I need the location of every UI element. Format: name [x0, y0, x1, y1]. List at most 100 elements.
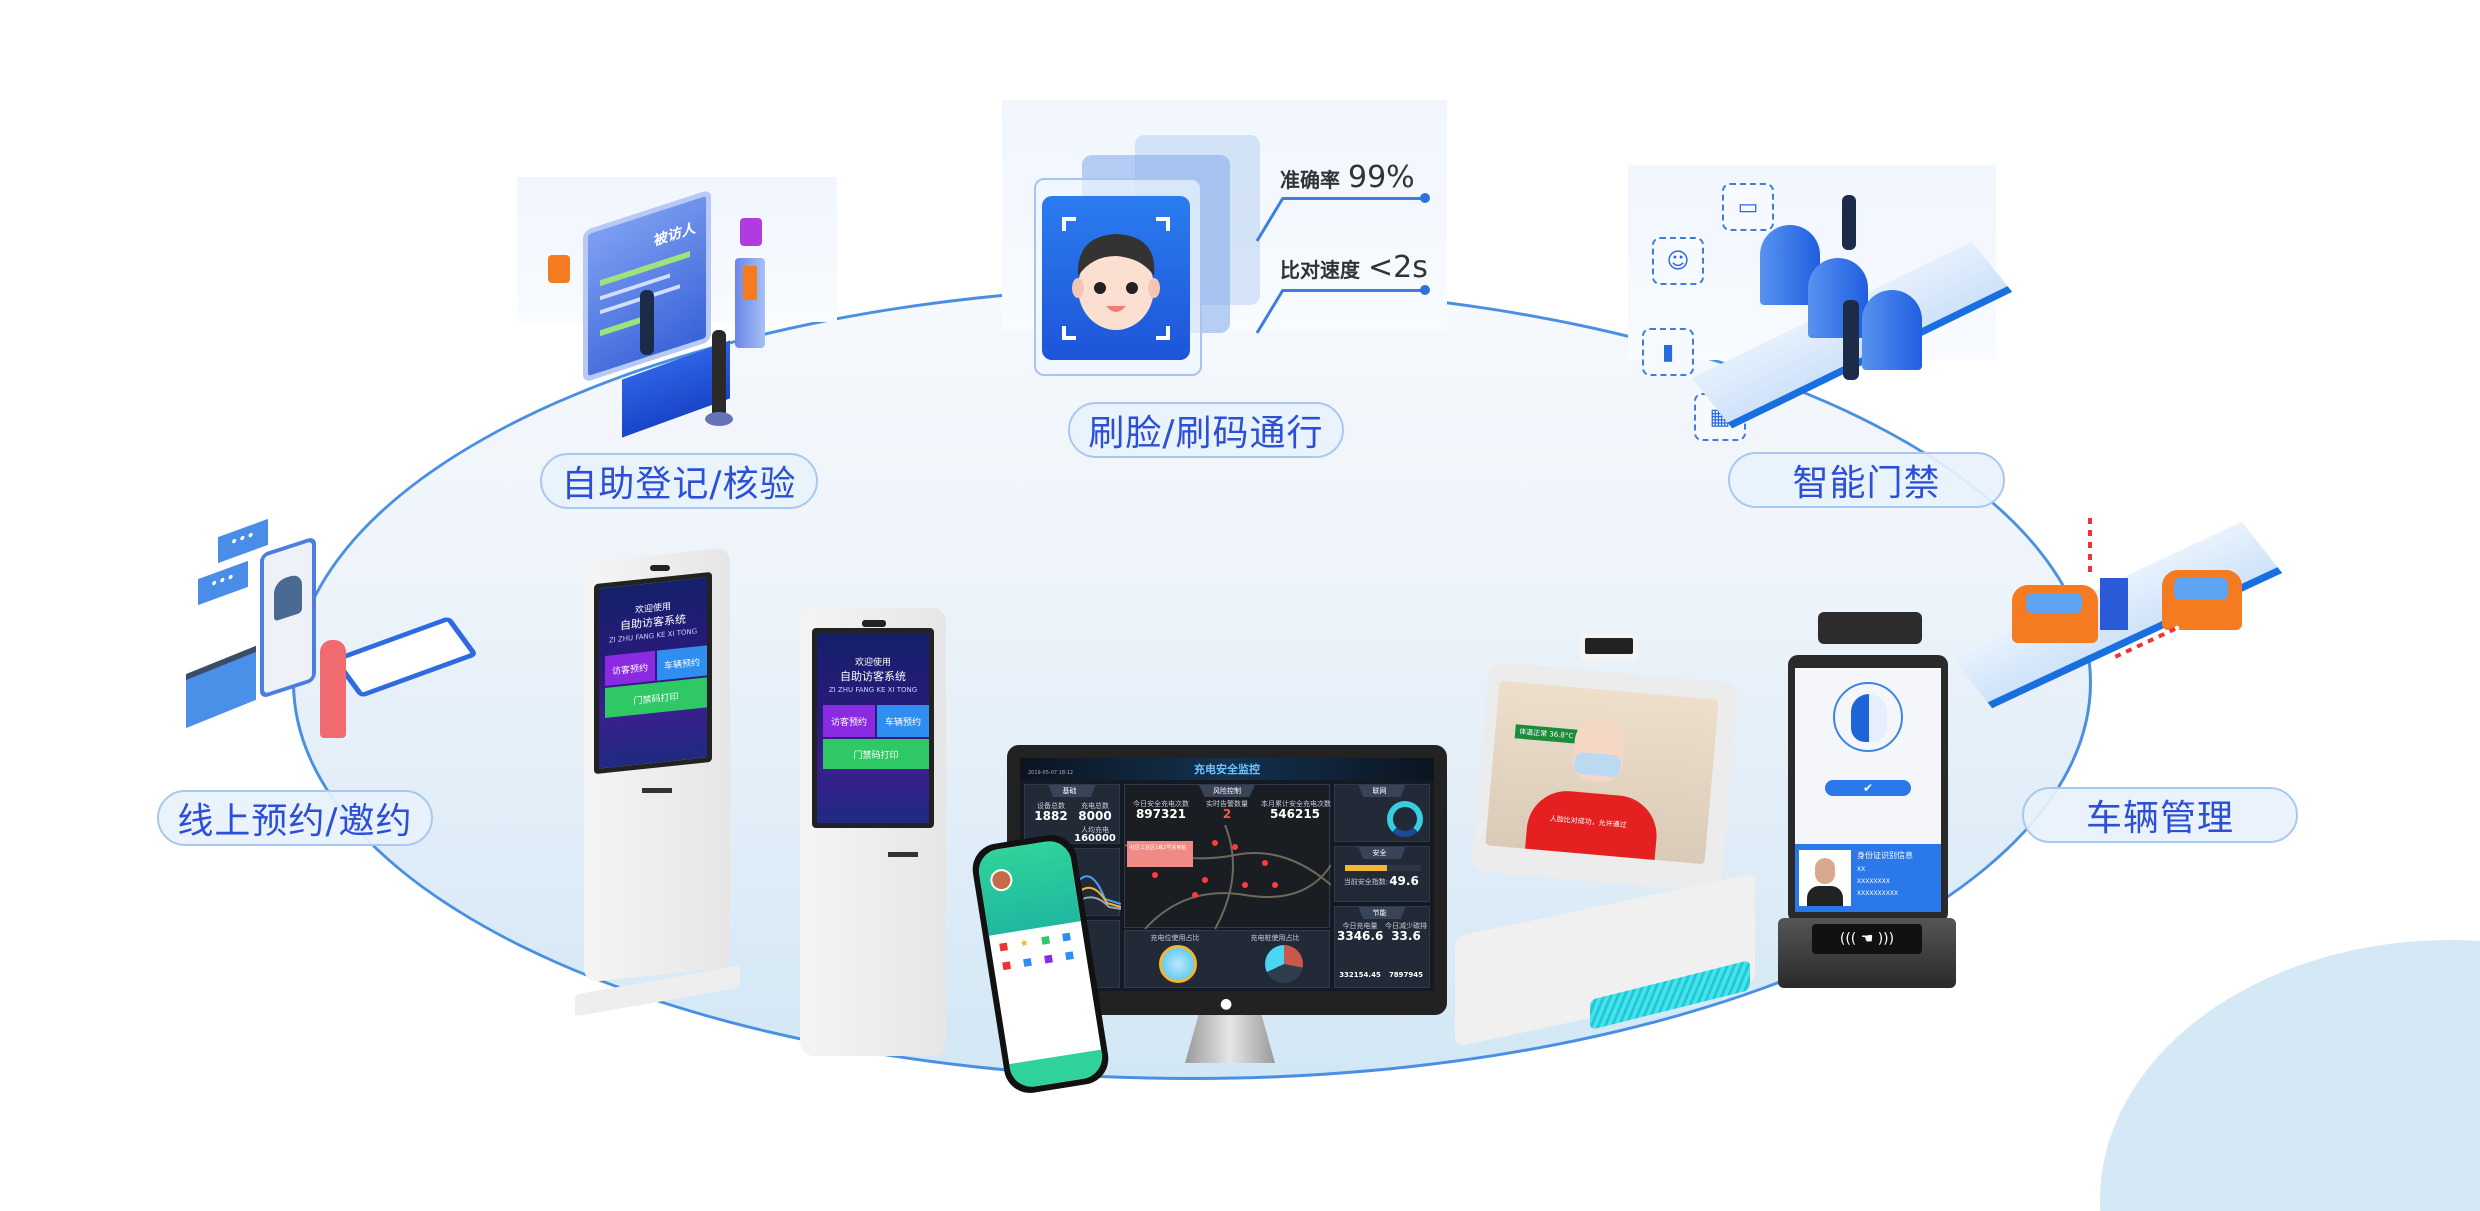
panel-title: 节能减排: [1358, 907, 1406, 919]
chart-title: 充电桩使用占比: [1250, 934, 1300, 942]
basic-ops-panel: 基础运营 设备总数 1882 充电总数 8000 人均充电 160000: [1024, 784, 1120, 844]
face-icon: [1062, 217, 1170, 340]
phone-tabbar: [1009, 1049, 1106, 1090]
stat-value: 1882: [1034, 809, 1068, 823]
dual-camera: [1818, 612, 1922, 644]
alert-popup[interactable]: 社区工业区1栋2号充电桩: [1127, 841, 1193, 867]
car-right: [2162, 570, 2242, 630]
button-label: 车辆预约: [663, 657, 700, 672]
app-icon[interactable]: ■: [1061, 930, 1073, 944]
accuracy-dot: [1420, 193, 1430, 203]
car-window: [2174, 578, 2228, 600]
visitor-booking-button[interactable]: 访客预约: [823, 705, 875, 737]
app-icon[interactable]: ■: [1001, 959, 1013, 972]
card-slot: [888, 852, 918, 857]
energy-panel: 节能减排 今日充电量 3346.6 今日减少碳排 33.6 332154.45 …: [1334, 906, 1430, 988]
panel-title: 基础运营: [1048, 785, 1096, 797]
face-mask: [1573, 751, 1622, 778]
button-label: 访客预约: [830, 717, 867, 728]
id-photo-face: [1815, 858, 1835, 884]
kiosk-welcome: 欢迎使用: [854, 658, 891, 668]
online-booking-label: 线上预约/邀约: [157, 790, 433, 846]
button-label: 车辆预约: [884, 717, 921, 728]
button-label: 门禁码打印: [853, 750, 899, 761]
kiosk-screen: 欢迎使用 自助访客系统 ZI ZHU FANG KE XI TONG 访客预约 …: [812, 628, 934, 828]
face-scan-ring: [1833, 682, 1903, 752]
kiosk-system-name: 自助访客系统: [840, 670, 906, 683]
speed-value: <2s: [1368, 250, 1428, 285]
app-icon[interactable]: ★: [1019, 937, 1030, 950]
stat-value: 7897945: [1388, 971, 1424, 979]
temperature-badge: 体温正常 36.8°C: [1514, 724, 1578, 744]
profile-phone: [260, 535, 316, 700]
network-panel: 联网分布图: [1334, 784, 1430, 842]
id-field: XXXXXXXXXX: [1857, 890, 1899, 897]
face-mesh-icon: [1851, 694, 1887, 742]
app-icon[interactable]: ■: [998, 940, 1010, 954]
self-register-label: 自助登记/核验: [540, 453, 818, 509]
corner-wave-decoration: [2100, 940, 2480, 1211]
side-kiosk: [735, 258, 765, 348]
safety-bar-fill: [1345, 865, 1387, 871]
id-photo-body: [1807, 886, 1843, 906]
metric-value: 897321: [1135, 807, 1187, 821]
spacer: [817, 633, 929, 655]
terminal-screen: 体温正常 36.8°C 人脸比对成功，允许通过: [1485, 680, 1719, 865]
safety-bar: [1345, 865, 1421, 871]
gate-wing: [1808, 258, 1868, 338]
app-icon[interactable]: ■: [1040, 934, 1052, 947]
metric-label: 今日安全充电次数: [1133, 800, 1189, 808]
dash-header: 充电安全监控 2019-05-07 18:12: [1020, 758, 1434, 780]
vehicle-booking-button[interactable]: 车辆预约: [657, 645, 707, 681]
panel-title: 联网分布图: [1358, 785, 1406, 797]
terminal-base: ((( ☚ ))): [1778, 918, 1956, 988]
usage-pie-chart: [1265, 945, 1303, 983]
access-control-label: 智能门禁: [1728, 452, 2005, 508]
avatar: [274, 572, 302, 622]
nfc-reader-icon[interactable]: ((( ☚ ))): [1812, 924, 1922, 954]
dash-timestamp: 2019-05-07 18:12: [1028, 770, 1074, 776]
purple-avatar-icon: [740, 218, 762, 246]
alert-count: 2: [1222, 807, 1232, 821]
apple-logo-icon: ●: [1220, 996, 1233, 1012]
panel-title: 风险控制: [1199, 785, 1255, 797]
stat-value: 160000: [1074, 833, 1116, 844]
stat-label: 今日充电量: [1342, 922, 1378, 930]
face-card: [1042, 196, 1190, 360]
usage-charts-panel: 充电位使用占比 充电桩使用占比: [1124, 930, 1330, 988]
safety-label: 当前安全指数:: [1343, 878, 1389, 886]
card-slot: [642, 788, 672, 793]
button-label: 访客预约: [611, 663, 648, 677]
board-line: [600, 317, 640, 337]
usage-gauge: [1159, 945, 1197, 983]
terminal-screen: ✔ 身份证识别信息 XX XXXXXXXX XXXXXXXXXX: [1795, 668, 1941, 912]
dashboard-screen: 充电安全监控 2019-05-07 18:12 基础运营 设备总数 1882 充…: [1020, 758, 1434, 991]
accuracy-value: 99%: [1348, 160, 1415, 195]
visitor-booking-button[interactable]: 访客预约: [605, 650, 655, 687]
accuracy-label: 准确率: [1280, 168, 1340, 192]
app-icon[interactable]: ■: [1064, 949, 1076, 963]
app-icon[interactable]: ■: [1022, 956, 1034, 969]
accuracy-leader-diag: [1255, 197, 1285, 242]
id-info-panel: 身份证识别信息 XX XXXXXXXX XXXXXXXXXX: [1795, 844, 1941, 912]
vehicle-booking-button[interactable]: 车辆预约: [877, 705, 929, 737]
print-code-button[interactable]: 门禁码打印: [823, 739, 929, 769]
camera-lens: [1585, 638, 1633, 654]
face-pass-label: 刷脸/刷码通行: [1068, 402, 1344, 458]
stat-value: 332154.45: [1339, 971, 1381, 979]
vehicle-label: 车辆管理: [2022, 787, 2298, 843]
car-left: [2012, 585, 2098, 643]
id-photo: [1799, 850, 1851, 906]
accuracy-leader-line: [1282, 197, 1427, 200]
app-icon[interactable]: ■: [1043, 953, 1055, 966]
visitor-shadow: [705, 412, 733, 426]
chart-title: 充电位使用占比: [1150, 934, 1200, 942]
stat-value: 3346.6: [1337, 929, 1384, 943]
kiosk-pinyin: ZI ZHU FANG KE XI TONG: [828, 686, 918, 694]
panel-title: 安全指数: [1358, 847, 1406, 859]
visitor-figure: [712, 330, 726, 418]
monitor-stand: [1185, 1015, 1275, 1063]
kiosk-screen: 欢迎使用 自助访客系统 ZI ZHU FANG KE XI TONG 访客预约 …: [594, 571, 712, 775]
verified-check-icon: ✔: [1825, 780, 1911, 796]
